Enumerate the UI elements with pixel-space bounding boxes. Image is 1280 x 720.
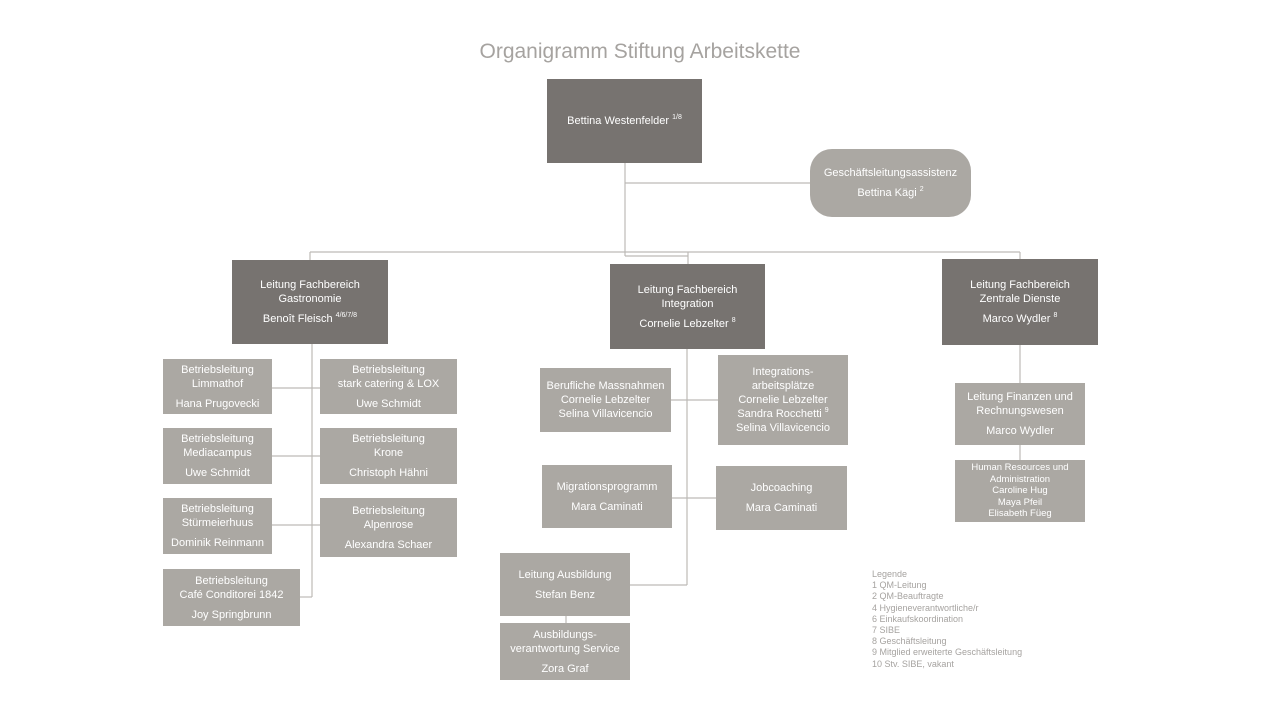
division-name: Benoît Fleisch bbox=[262, 313, 333, 325]
unit-person: Mara Caminati bbox=[745, 502, 818, 514]
unit-role: Ausbildungs- bbox=[533, 628, 597, 641]
unit-integrationsarbeitsplaetze: Integrations- arbeitsplätze Cornelie Leb… bbox=[718, 355, 848, 445]
unit-role: Betriebsleitung bbox=[181, 363, 254, 376]
legend-item: 6 Einkaufskoordination bbox=[872, 613, 964, 624]
unit-stuermeierhuus: Betriebsleitung Stürmeierhuus Dominik Re… bbox=[163, 498, 272, 554]
unit-person: Hana Prugovecki bbox=[175, 397, 260, 410]
unit-role: Betriebsleitung bbox=[352, 433, 425, 445]
unit-location: Alpenrose bbox=[363, 518, 414, 531]
division-zentrale-dienste: Leitung Fachbereich Zentrale Dienste Mar… bbox=[942, 259, 1098, 345]
unit-person: Sandra Rocchetti bbox=[737, 408, 822, 420]
unit-person: Maya Pfeil bbox=[997, 496, 1043, 508]
unit-person: Joy Springbrunn bbox=[191, 608, 272, 621]
division-area: Zentrale Dienste bbox=[979, 293, 1061, 305]
unit-location: stark catering & LOX bbox=[337, 377, 440, 390]
unit-person: Selina Villavicencio bbox=[558, 408, 653, 420]
unit-person: Zora Graf bbox=[541, 662, 589, 675]
division-area: Integration bbox=[661, 297, 714, 310]
unit-ausbildungsverantwortung-service: Ausbildungs- verantwortung Service Zora … bbox=[500, 623, 630, 680]
head-footnote: 1/8 bbox=[672, 114, 682, 121]
unit-role: Betriebsleitung bbox=[352, 504, 425, 517]
page-title: Organigramm Stiftung Arbeitskette bbox=[479, 40, 801, 63]
unit-footnote: 9 bbox=[824, 407, 829, 414]
unit-person: Stefan Benz bbox=[535, 588, 595, 601]
unit-role: Leitung Ausbildung bbox=[518, 568, 612, 581]
unit-jobcoaching: Jobcoaching Mara Caminati bbox=[716, 466, 847, 530]
head-name: Bettina Westenfelder bbox=[567, 115, 670, 127]
legend-item: 2 QM-Beauftragte bbox=[872, 591, 944, 602]
division-footnote: 4/6/7/8 bbox=[335, 312, 358, 319]
unit-role: Administration bbox=[989, 473, 1051, 485]
unit-role: Jobcoaching bbox=[750, 482, 813, 494]
unit-finanzen: Leitung Finanzen und Rechnungswesen Marc… bbox=[955, 383, 1085, 445]
unit-role: Betriebsleitung bbox=[195, 574, 268, 587]
legend-item: 10 Stv. SIBE, vakant bbox=[872, 658, 954, 669]
division-integration: Leitung Fachbereich Integration Cornelie… bbox=[610, 264, 765, 349]
head-box: Bettina Westenfelder 1/8 bbox=[547, 79, 702, 163]
division-role: Leitung Fachbereich bbox=[637, 283, 738, 296]
unit-person: Marco Wydler bbox=[986, 425, 1054, 437]
legend: Legende 1 QM-Leitung 2 QM-Beauftragte 4 … bbox=[872, 569, 1022, 670]
legend-item: 9 Mitglied erweiterte Geschäftsleitung bbox=[872, 647, 1023, 658]
unit-limmathof: Betriebsleitung Limmathof Hana Prugoveck… bbox=[163, 359, 272, 414]
assistant-box: Geschäftsleitungsassistenz Bettina Kägi … bbox=[810, 149, 971, 217]
legend-item: 8 Geschäftsleitung bbox=[872, 636, 947, 647]
unit-person: Uwe Schmidt bbox=[185, 467, 250, 479]
legend-item: 7 SIBE bbox=[872, 625, 901, 636]
unit-migrationsprogramm: Migrationsprogramm Mara Caminati bbox=[542, 465, 672, 528]
unit-location: Mediacampus bbox=[183, 447, 252, 459]
unit-cafe-conditorei: Betriebsleitung Café Conditorei 1842 Joy… bbox=[163, 569, 300, 626]
unit-role: arbeitsplätze bbox=[751, 380, 815, 392]
unit-alpenrose: Betriebsleitung Alpenrose Alexandra Scha… bbox=[320, 498, 457, 557]
unit-role: Leitung Finanzen und bbox=[967, 391, 1073, 403]
unit-location: Stürmeierhuus bbox=[181, 517, 254, 529]
unit-person: Cornelie Lebzelter bbox=[560, 394, 651, 406]
division-gastronomie: Leitung Fachbereich Gastronomie Benoît F… bbox=[232, 260, 388, 344]
unit-location: Krone bbox=[373, 447, 404, 459]
unit-role: Betriebsleitung bbox=[352, 363, 425, 376]
unit-role: Integrations- bbox=[752, 366, 814, 378]
unit-stark-catering: Betriebsleitung stark catering & LOX Uwe… bbox=[320, 359, 457, 414]
assistant-role: Geschäftsleitungsassistenz bbox=[823, 167, 958, 179]
division-footnote: 8 bbox=[731, 316, 736, 324]
unit-person: Dominik Reinmann bbox=[171, 537, 264, 549]
unit-person: Christoph Hähni bbox=[349, 467, 428, 479]
division-role: Leitung Fachbereich bbox=[970, 279, 1070, 291]
legend-title: Legende bbox=[872, 569, 908, 579]
legend-item: 4 Hygieneverantwortliche/r bbox=[872, 602, 979, 613]
unit-krone: Betriebsleitung Krone Christoph Hähni bbox=[320, 428, 457, 484]
unit-role: verantwortung Service bbox=[510, 642, 620, 655]
unit-role: Betriebsleitung bbox=[181, 433, 254, 445]
legend-item: 1 QM-Leitung bbox=[872, 580, 927, 591]
division-name: Marco Wydler bbox=[982, 313, 1051, 325]
unit-person: Elisabeth Füeg bbox=[988, 508, 1052, 520]
unit-person: Mara Caminati bbox=[571, 500, 643, 513]
unit-person: Caroline Hug bbox=[992, 485, 1048, 497]
unit-role: Rechnungswesen bbox=[976, 405, 1064, 417]
division-name: Cornelie Lebzelter bbox=[639, 317, 729, 330]
unit-mediacampus: Betriebsleitung Mediacampus Uwe Schmidt bbox=[163, 428, 272, 484]
unit-person: Alexandra Schaer bbox=[344, 538, 433, 551]
unit-role: Migrationsprogramm bbox=[556, 480, 658, 493]
division-area: Gastronomie bbox=[278, 293, 342, 305]
unit-role: Berufliche Massnahmen bbox=[546, 380, 665, 392]
unit-person: Uwe Schmidt bbox=[356, 397, 421, 410]
unit-role: Human Resources und bbox=[971, 462, 1069, 474]
assistant-name: Bettina Kägi bbox=[857, 187, 917, 199]
division-role: Leitung Fachbereich bbox=[260, 279, 360, 291]
unit-person: Selina Villavicencio bbox=[736, 422, 830, 434]
unit-role: Betriebsleitung bbox=[181, 503, 254, 515]
assistant-footnote: 2 bbox=[919, 186, 924, 193]
unit-berufliche-massnahmen: Berufliche Massnahmen Cornelie Lebzelter… bbox=[540, 368, 671, 432]
unit-location: Café Conditorei 1842 bbox=[179, 588, 284, 601]
unit-location: Limmathof bbox=[191, 377, 244, 390]
unit-person: Cornelie Lebzelter bbox=[738, 394, 828, 406]
unit-leitung-ausbildung: Leitung Ausbildung Stefan Benz bbox=[500, 553, 630, 616]
division-footnote: 8 bbox=[1053, 312, 1058, 319]
unit-human-resources: Human Resources und Administration Carol… bbox=[955, 460, 1085, 522]
